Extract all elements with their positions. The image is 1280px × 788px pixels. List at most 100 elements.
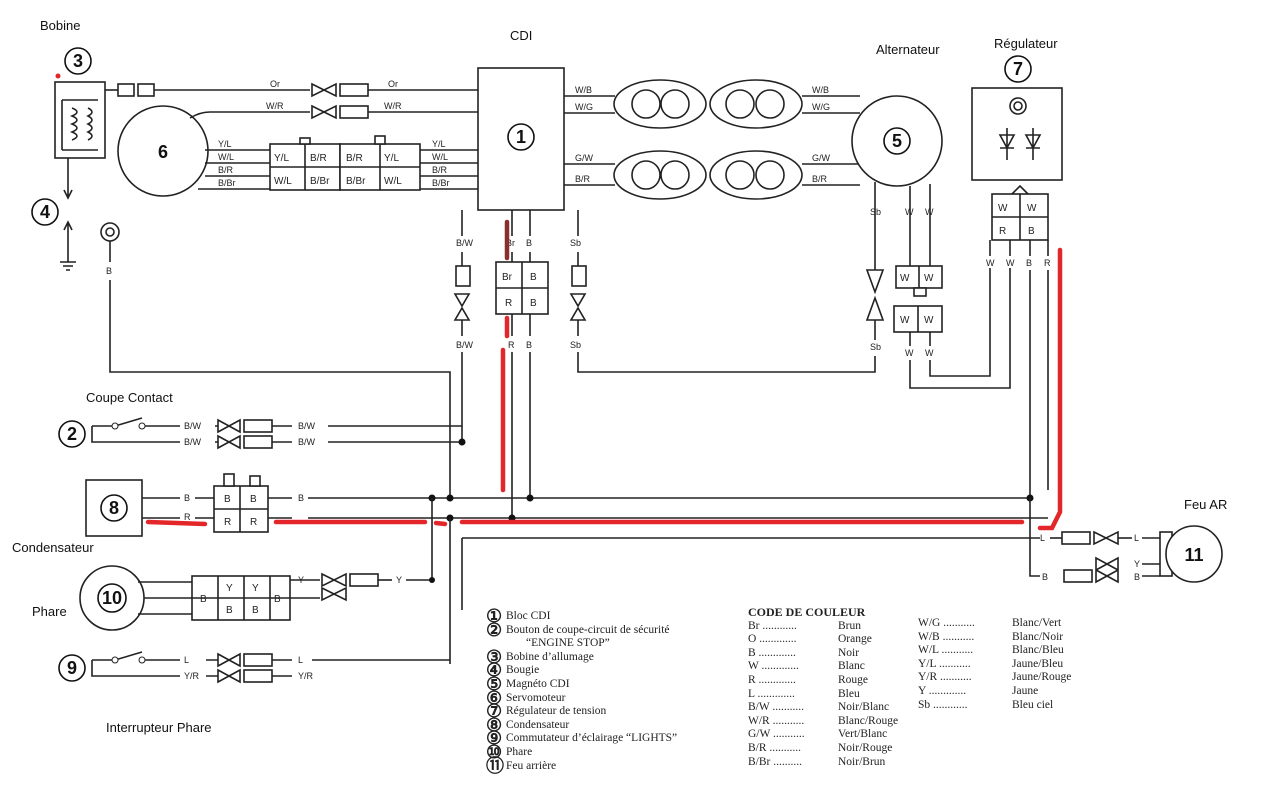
legend-item-text: Régulateur de tension: [506, 705, 607, 718]
svg-text:B: B: [226, 605, 233, 616]
svg-text:B/R: B/R: [346, 153, 363, 164]
color-code-abbr: R .............: [748, 673, 796, 686]
svg-text:Y: Y: [1134, 559, 1140, 569]
svg-text:6: 6: [158, 142, 168, 162]
svg-text:Or: Or: [270, 79, 280, 89]
component-number-2: 2: [58, 420, 86, 448]
label-interrupteur-phare: Interrupteur Phare: [106, 720, 212, 735]
svg-text:W/L: W/L: [384, 176, 402, 187]
svg-text:Y/R: Y/R: [184, 671, 200, 681]
svg-text:B: B: [252, 605, 259, 616]
color-code-name: Bleu ciel: [1012, 698, 1054, 711]
color-code-name: Jaune: [1012, 684, 1039, 697]
svg-text:B/W: B/W: [184, 421, 202, 431]
color-code-name: Jaune/Bleu: [1012, 657, 1064, 670]
svg-text:R: R: [184, 512, 191, 522]
label-phare: Phare: [32, 604, 67, 619]
legend-item-number: ⑦: [486, 701, 503, 722]
color-code-name: Blanc: [838, 660, 865, 673]
color-code-abbr: B/W ...........: [748, 701, 805, 714]
svg-text:Y/L: Y/L: [218, 139, 232, 149]
color-code-abbr: Sb ............: [918, 698, 968, 711]
svg-text:G/W: G/W: [575, 153, 594, 163]
color-code-row: W/B ...........Blanc/Noir: [918, 631, 1071, 645]
color-code-row: B/W ........... Noir/Blanc: [748, 701, 898, 715]
svg-text:W: W: [986, 258, 995, 268]
svg-text:W: W: [900, 315, 910, 326]
legend-item-number: ⑧: [486, 714, 503, 735]
svg-text:7: 7: [1013, 59, 1023, 79]
svg-text:L: L: [1040, 533, 1045, 543]
legend-item-text: Bobine d’allumage: [506, 650, 594, 663]
color-code-abbr: W .............: [748, 660, 799, 673]
svg-text:Or: Or: [388, 79, 398, 89]
svg-text:W: W: [1027, 203, 1037, 214]
legend-item-text: Magnéto CDI: [506, 677, 570, 690]
svg-text:R: R: [224, 517, 231, 528]
legend-item-text: Bouton de coupe-circuit de sécurité: [506, 623, 670, 636]
color-code-name: Noir/Blanc: [838, 701, 890, 714]
svg-text:Y/R: Y/R: [298, 671, 314, 681]
svg-text:10: 10: [102, 588, 122, 608]
svg-text:B: B: [298, 493, 304, 503]
color-code-abbr: Y/L ...........: [918, 657, 971, 670]
color-code-name: Noir: [838, 646, 860, 659]
svg-text:B: B: [200, 594, 207, 605]
color-code-abbr: Y .............: [918, 684, 967, 697]
color-code-abbr: B .............: [748, 646, 796, 659]
svg-text:B: B: [1042, 572, 1048, 582]
svg-text:11: 11: [1184, 545, 1203, 565]
svg-text:W: W: [998, 203, 1008, 214]
tail-light: [1165, 525, 1223, 583]
svg-text:Sb: Sb: [870, 342, 881, 352]
svg-text:B: B: [250, 494, 257, 505]
legend-item: “ENGINE STOP”: [486, 637, 736, 651]
component-number-7: 7: [1004, 55, 1032, 83]
svg-text:L: L: [298, 655, 303, 665]
color-code-name: Brun: [838, 619, 861, 632]
component-number-3-text: 3: [73, 51, 83, 71]
svg-text:Sb: Sb: [570, 238, 581, 248]
color-code-row: W/R ...........Blanc/Rouge: [748, 715, 898, 729]
svg-text:Sb: Sb: [870, 207, 881, 217]
svg-text:G/W: G/W: [812, 153, 831, 163]
svg-text:B: B: [1134, 572, 1140, 582]
svg-text:Br: Br: [502, 272, 513, 283]
svg-text:B/W: B/W: [456, 238, 474, 248]
color-code-row: O ............. Orange: [748, 633, 898, 647]
label-cdi: CDI: [510, 28, 533, 43]
svg-text:L: L: [1134, 533, 1139, 543]
svg-text:B: B: [274, 594, 281, 605]
svg-text:W/G: W/G: [812, 102, 830, 112]
svg-text:W: W: [925, 207, 934, 217]
legend-item-number: ②: [486, 619, 503, 640]
color-code-abbr: W/G ...........: [918, 617, 975, 629]
svg-text:B: B: [224, 494, 231, 505]
label-feu-ar: Feu AR: [1184, 497, 1228, 512]
legend-item-text: “ENGINE STOP”: [526, 637, 610, 650]
svg-text:W: W: [924, 273, 934, 284]
component-number-9: 9: [58, 654, 86, 682]
color-code-abbr: O .............: [748, 633, 797, 646]
svg-text:Y/L: Y/L: [274, 153, 289, 164]
color-code-name: Noir/Brun: [838, 755, 886, 768]
color-code-row: G/W ...........Vert/Blanc: [748, 728, 898, 742]
legend-item-number: ④: [486, 660, 503, 681]
svg-text:B: B: [530, 298, 537, 309]
color-code-row: W ............. Blanc: [748, 660, 898, 674]
color-code-row: W/G ...........Blanc/Vert: [918, 617, 1071, 631]
svg-text:W: W: [905, 348, 914, 358]
svg-text:8: 8: [109, 498, 119, 518]
color-code-row: B/Br ..........Noir/Brun: [748, 756, 898, 770]
color-code-name: Orange: [838, 633, 872, 646]
color-code-title: CODE DE COULEUR: [748, 605, 866, 619]
